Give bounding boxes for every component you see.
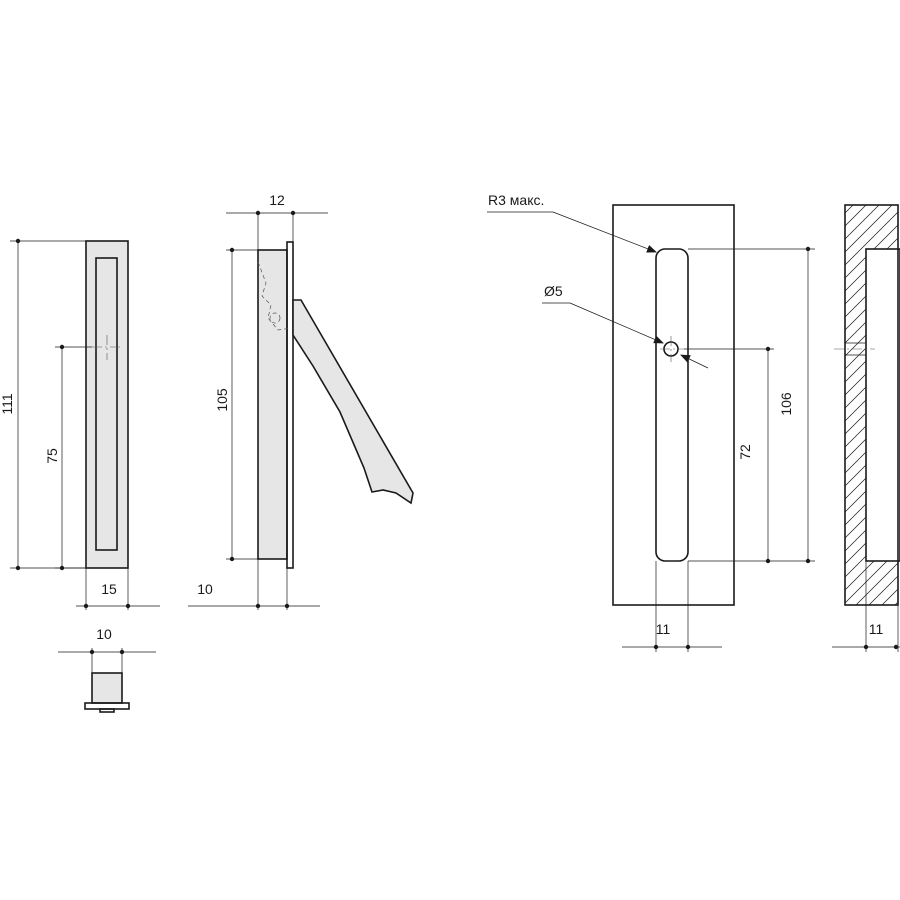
- handle-recess-front: [95, 257, 118, 551]
- hatch-line: [881, 588, 898, 605]
- hatch-line: [845, 652, 900, 707]
- stem-top: [99, 708, 115, 713]
- dim-dot: [15, 565, 21, 571]
- dim-dot: [15, 238, 21, 244]
- section-outline: [844, 204, 899, 606]
- label-r3: R3 макс.: [488, 192, 544, 208]
- front-view: 111 75 15: [0, 238, 160, 610]
- pocket-outline: [865, 248, 900, 562]
- dim-dot: [229, 247, 235, 253]
- dim-dot: [59, 565, 65, 571]
- cutout-slot: [655, 248, 689, 562]
- dim-label-10-side: 10: [197, 581, 213, 597]
- side-view: 12 105 10: [188, 192, 414, 610]
- dim-dot: [229, 556, 235, 562]
- dim-label-11: 11: [656, 621, 671, 637]
- dim-dot: [255, 603, 261, 609]
- dim-dot: [765, 346, 771, 352]
- dim-dot: [685, 644, 691, 650]
- dim-label-72: 72: [737, 444, 753, 460]
- dim-label-15: 15: [101, 581, 117, 597]
- handle-body-front: [85, 240, 129, 569]
- top-view: 10: [58, 626, 156, 713]
- dim-dot: [119, 649, 125, 655]
- dim-label-111: 111: [0, 393, 15, 414]
- dim-dot: [59, 344, 65, 350]
- hatch-line: [845, 205, 867, 227]
- dim-dot: [765, 558, 771, 564]
- dim-dot: [863, 644, 869, 650]
- folded-lever-hidden: [257, 261, 292, 331]
- hatch-line: [845, 205, 893, 253]
- pocket-cavity: [866, 249, 900, 561]
- dim-dot: [89, 649, 95, 655]
- pivot-hidden: [269, 312, 281, 324]
- hatch-line: [845, 211, 898, 266]
- dim-dot: [83, 603, 89, 609]
- hatch-line: [868, 575, 898, 605]
- dim-dot: [125, 603, 131, 609]
- leader-d5: [680, 354, 709, 369]
- dim-dot: [653, 644, 659, 650]
- dim-label-75: 75: [44, 448, 60, 464]
- dim-label-11-section: 11: [869, 621, 884, 637]
- dim-label-105: 105: [214, 388, 230, 412]
- section-view: 11: [832, 145, 900, 707]
- dim-label-12: 12: [269, 192, 285, 208]
- hatch-line: [855, 562, 898, 605]
- hatch-line: [845, 145, 900, 200]
- label-d5: Ø5: [544, 283, 563, 299]
- cutout-view: R3 макс. Ø5 106 72 11: [487, 192, 815, 652]
- hatch-line: [845, 205, 880, 240]
- leader-d5: [569, 302, 664, 344]
- flange-side: [286, 241, 294, 569]
- dim-label-10: 10: [96, 626, 112, 642]
- dim-label-106: 106: [778, 392, 794, 416]
- dim-dot: [805, 246, 811, 252]
- leader-r3: [552, 211, 657, 253]
- dim-dot: [805, 558, 811, 564]
- door-panel: [612, 204, 735, 606]
- dim-dot: [893, 644, 899, 650]
- handle-body-top: [91, 672, 123, 704]
- dim-dot: [255, 210, 261, 216]
- pull-lever: [292, 299, 414, 505]
- dim-dot: [284, 603, 290, 609]
- handle-body-side: [257, 249, 288, 560]
- flange-top: [84, 702, 130, 710]
- dim-dot: [290, 210, 296, 216]
